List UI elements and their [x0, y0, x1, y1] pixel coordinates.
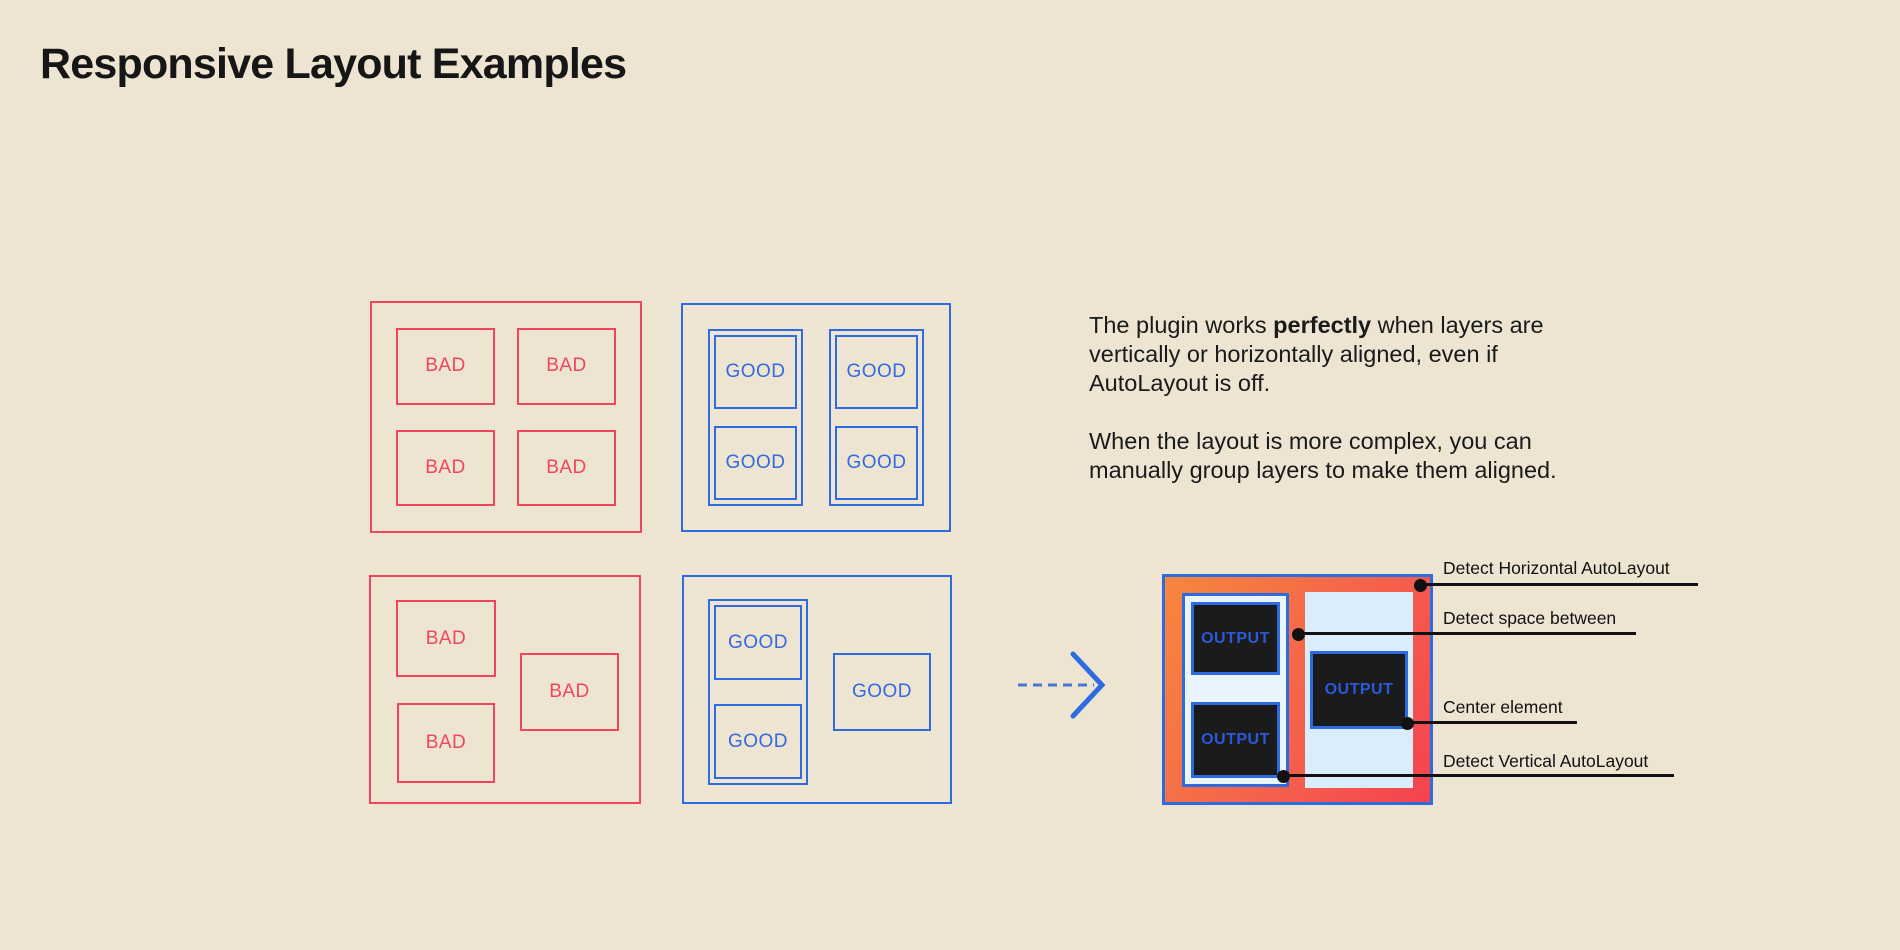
- description-text: The plugin works perfectly when layers a…: [1089, 311, 1564, 485]
- description-p1-bold: perfectly: [1273, 312, 1372, 338]
- good-group-column: GOOD GOOD: [829, 329, 924, 506]
- good-box-label: GOOD: [725, 452, 786, 473]
- annotation-connector-dot: [1292, 628, 1305, 641]
- annotation-connector-line: [1283, 774, 1674, 777]
- output-box-label: OUTPUT: [1324, 681, 1394, 698]
- good-box: GOOD: [714, 704, 802, 779]
- annotation-detect-horizontal-autolayout: Detect Horizontal AutoLayout: [1443, 558, 1670, 578]
- annotation-center-element: Center element: [1443, 697, 1563, 717]
- bad-box: BAD: [397, 703, 495, 783]
- bad-box: BAD: [520, 653, 619, 731]
- annotation-connector-line: [1420, 583, 1698, 586]
- bad-box-label: BAD: [549, 681, 590, 702]
- annotation-connector-line: [1407, 721, 1577, 724]
- output-box: OUTPUT: [1310, 651, 1408, 729]
- output-panel: OUTPUT OUTPUT OUTPUT: [1162, 574, 1433, 805]
- bad-box: BAD: [517, 429, 616, 506]
- bad-box-label: BAD: [546, 355, 587, 377]
- annotation-detect-space-between: Detect space between: [1443, 608, 1617, 628]
- output-box: OUTPUT: [1191, 602, 1280, 675]
- good-box-label: GOOD: [846, 452, 907, 473]
- output-box: OUTPUT: [1191, 702, 1280, 778]
- description-p1-suffix: when layers are vertically or horizontal…: [1089, 312, 1544, 396]
- good-group-column: GOOD GOOD: [708, 329, 803, 506]
- output-vertical-group: OUTPUT OUTPUT: [1182, 593, 1289, 787]
- good-group-column: GOOD GOOD: [708, 599, 808, 785]
- description-paragraph-2: When the layout is more complex, you can…: [1089, 428, 1557, 483]
- bad-aligned-frame: BAD BAD BAD BAD: [370, 301, 642, 533]
- good-box: GOOD: [714, 605, 802, 680]
- description-paragraph-1: The plugin works perfectly when layers a…: [1089, 311, 1564, 398]
- bad-complex-frame: BAD BAD BAD: [369, 575, 641, 804]
- annotation-connector-dot: [1414, 579, 1427, 592]
- bad-box: BAD: [517, 328, 616, 405]
- good-box-label: GOOD: [851, 681, 913, 702]
- good-box: GOOD: [835, 335, 918, 409]
- good-box-label: GOOD: [727, 631, 789, 653]
- bad-box-label: BAD: [546, 456, 587, 478]
- good-box: GOOD: [714, 426, 797, 500]
- bad-box-label: BAD: [425, 732, 467, 753]
- good-box: GOOD: [833, 653, 931, 731]
- description-p1-prefix: The plugin works: [1089, 312, 1274, 338]
- page-title: Responsive Layout Examples: [40, 40, 627, 88]
- good-complex-frame: GOOD GOOD GOOD: [682, 575, 952, 804]
- good-box: GOOD: [835, 426, 918, 500]
- good-box-label: GOOD: [846, 361, 907, 382]
- bad-box: BAD: [396, 328, 495, 405]
- good-aligned-frame: GOOD GOOD GOOD GOOD: [681, 303, 951, 532]
- output-center-group: OUTPUT: [1305, 592, 1413, 788]
- output-box-label: OUTPUT: [1201, 629, 1270, 647]
- bad-box: BAD: [396, 429, 495, 506]
- bad-box-label: BAD: [425, 355, 466, 377]
- good-box-label: GOOD: [725, 361, 786, 382]
- flow-arrow-icon: [1018, 651, 1106, 719]
- annotation-connector-line: [1298, 632, 1636, 635]
- output-box-label: OUTPUT: [1201, 731, 1270, 748]
- annotation-connector-dot: [1401, 717, 1414, 730]
- annotation-connector-dot: [1277, 770, 1290, 783]
- bad-box-label: BAD: [425, 456, 466, 478]
- good-box: GOOD: [714, 335, 797, 409]
- bad-box: BAD: [396, 600, 496, 677]
- annotation-detect-vertical-autolayout: Detect Vertical AutoLayout: [1443, 751, 1649, 771]
- bad-box-label: BAD: [425, 627, 467, 649]
- good-box-label: GOOD: [727, 730, 789, 752]
